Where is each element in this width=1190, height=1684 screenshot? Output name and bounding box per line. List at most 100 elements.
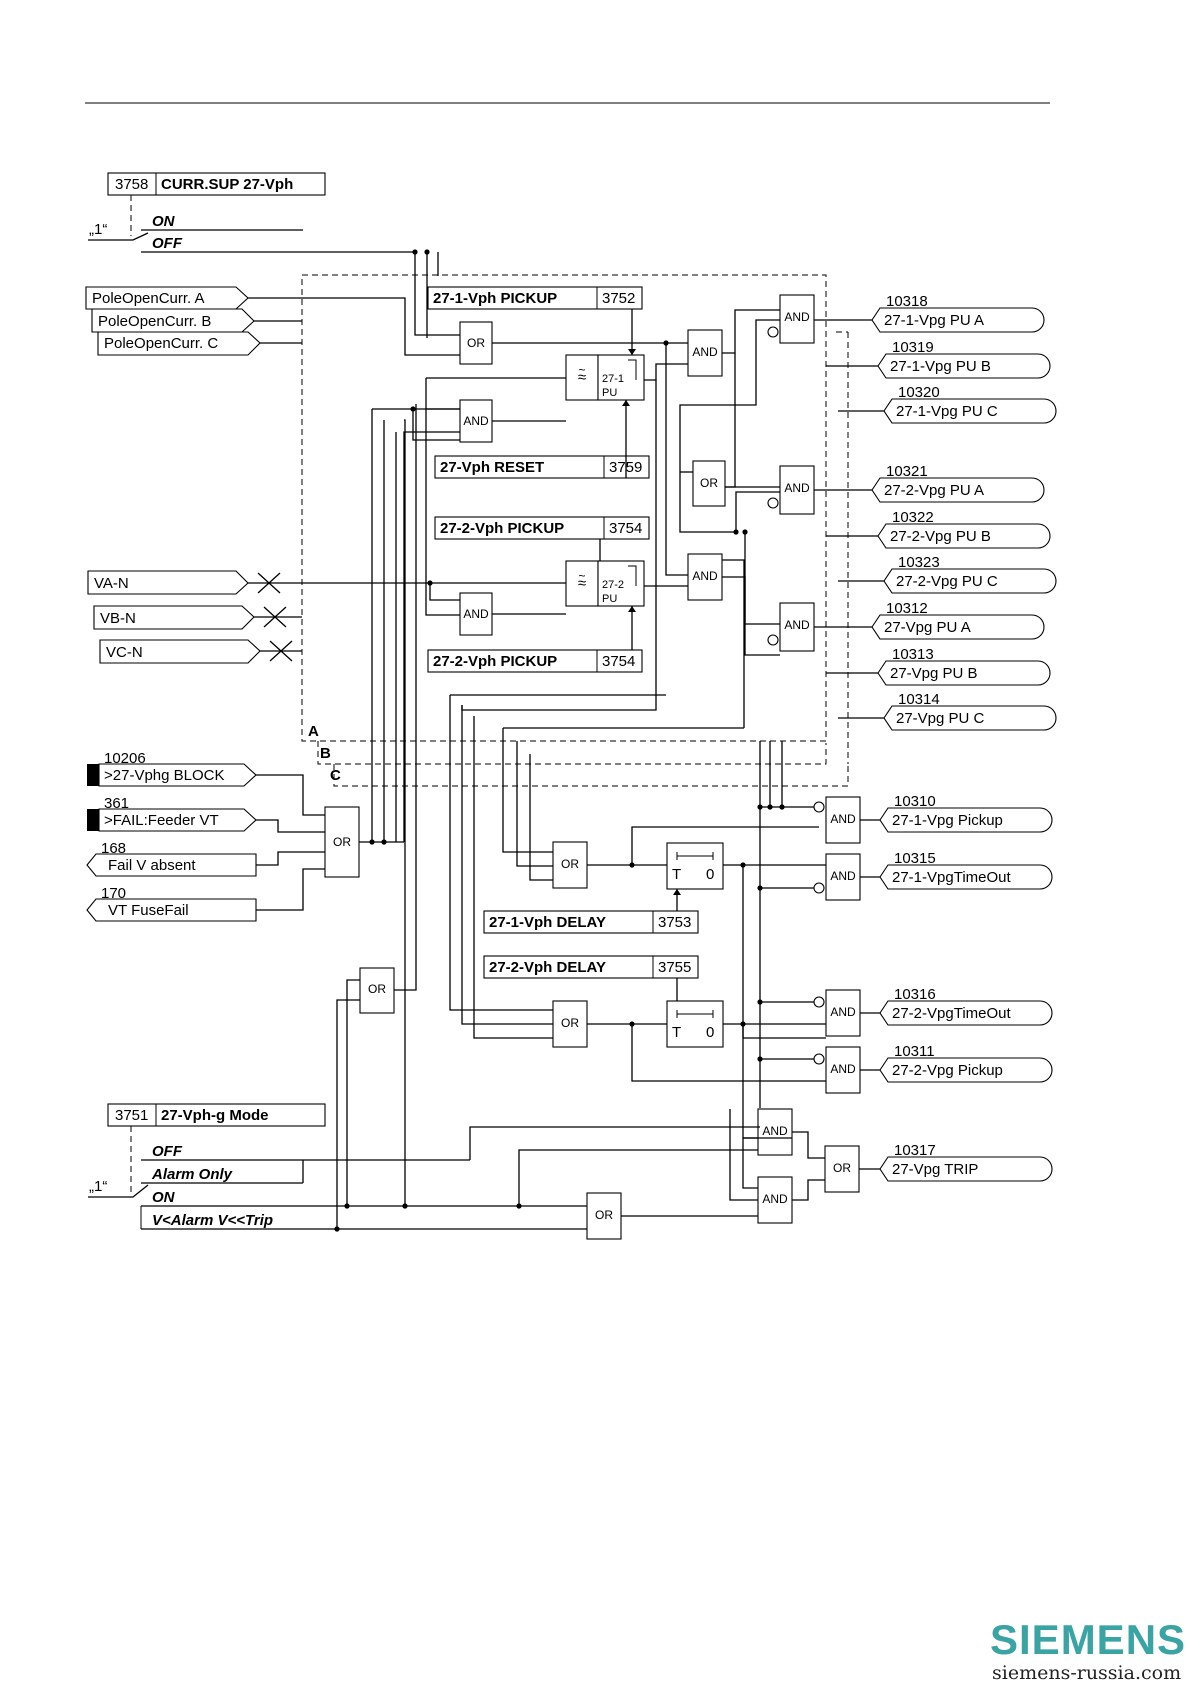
svg-text:3753: 3753	[658, 914, 691, 931]
svg-text:T: T	[672, 1024, 681, 1041]
or-gate-delay-2: OR	[552, 1000, 588, 1048]
output-number: 10317	[894, 1142, 936, 1159]
svg-text:AND: AND	[692, 569, 718, 583]
svg-text:3754: 3754	[609, 520, 642, 537]
svg-text:VA-N: VA-N	[94, 575, 129, 592]
svg-text:VB-N: VB-N	[100, 610, 136, 627]
svg-text:361: 361	[104, 795, 129, 812]
setting-3755: 27-2-Vph DELAY 3755	[483, 955, 699, 979]
and-gate-pickup-27-1: AND	[813, 796, 861, 844]
or-gate-delay-1: OR	[552, 841, 588, 889]
param-3758-box: 3758 CURR.SUP 27-Vph	[107, 172, 326, 196]
svg-text:~: ~	[578, 363, 585, 377]
svg-text:VT FuseFail: VT FuseFail	[108, 902, 189, 919]
mode-switch	[88, 1184, 149, 1198]
svg-text:0: 0	[706, 1024, 714, 1041]
mode-alarm-trip-label: V<Alarm V<<Trip	[152, 1212, 273, 1229]
and-gate-trip-1: AND	[757, 1108, 793, 1156]
svg-text:AND: AND	[830, 1005, 856, 1019]
svg-text:AND: AND	[762, 1124, 788, 1138]
measure-block-27-2: ≈ ~ 27-2 PU	[565, 560, 645, 607]
output-number: 10318	[886, 293, 928, 310]
cross-vb	[263, 606, 287, 628]
svg-text:AND: AND	[784, 618, 810, 632]
input-poleopen-b: PoleOpenCurr. B	[91, 308, 255, 333]
svg-text:PoleOpenCurr. A: PoleOpenCurr. A	[92, 290, 205, 307]
or-gate-mode: OR	[359, 967, 395, 1014]
output-label: 27-2-Vpg Pickup	[892, 1062, 1003, 1079]
svg-text:≈: ≈	[578, 575, 586, 592]
output-number: 10315	[894, 850, 936, 867]
and-gate-block-27-2: AND	[459, 592, 493, 636]
svg-text:3755: 3755	[658, 959, 691, 976]
svg-text:27-1-Vph PICKUP: 27-1-Vph PICKUP	[433, 290, 557, 307]
svg-text:10206: 10206	[104, 750, 146, 767]
cross-vc	[269, 640, 293, 662]
param-3751-number: 3751	[115, 1107, 148, 1124]
svg-text:AND: AND	[762, 1192, 788, 1206]
output-label: 27-1-Vpg PU B	[890, 358, 991, 375]
svg-text:27-2-Vph PICKUP: 27-2-Vph PICKUP	[440, 520, 564, 537]
phase-c-frame	[333, 764, 849, 787]
and-gate-pu-27-1: AND	[687, 329, 723, 377]
svg-text:PoleOpenCurr. C: PoleOpenCurr. C	[104, 335, 218, 352]
output-10310: 10310 27-1-Vpg Pickup	[879, 793, 1053, 833]
input-poleopen-a: PoleOpenCurr. A	[85, 286, 249, 310]
param-3758-number: 3758	[115, 176, 148, 193]
svg-text:~: ~	[578, 569, 585, 583]
or-gate-trip: OR	[824, 1145, 860, 1193]
output-label: 27-Vpg PU A	[884, 619, 971, 636]
svg-text:AND: AND	[830, 869, 856, 883]
output-label: 27-1-Vpg Pickup	[892, 812, 1003, 829]
svg-text:OR: OR	[467, 336, 485, 350]
and-gate-out-27-1-pu-a: AND	[767, 294, 815, 344]
svg-text:OR: OR	[561, 857, 579, 871]
output-number: 10316	[894, 986, 936, 1003]
svg-text:>FAIL:Feeder VT: >FAIL:Feeder VT	[104, 812, 219, 829]
svg-text:AND: AND	[830, 812, 856, 826]
output-number: 10319	[892, 339, 934, 356]
svg-text:168: 168	[101, 840, 126, 857]
svg-text:AND: AND	[692, 345, 718, 359]
svg-text:PU: PU	[602, 387, 617, 399]
mode-alarm-only-label: Alarm Only	[151, 1166, 233, 1183]
setting-3759: 27-Vph RESET 3759	[434, 455, 650, 479]
output-label: 27-2-Vpg PU C	[896, 573, 998, 590]
svg-text:PoleOpenCurr. B: PoleOpenCurr. B	[98, 313, 211, 330]
setting-3753: 27-1-Vph DELAY 3753	[483, 910, 699, 934]
cross-va	[257, 572, 281, 594]
block-input-168: 168 Fail V absent	[86, 840, 257, 877]
phase-b-label: B	[320, 745, 331, 762]
svg-text:OR: OR	[595, 1208, 613, 1222]
svg-text:3754: 3754	[602, 653, 635, 670]
svg-text:OR: OR	[561, 1016, 579, 1030]
timer-27-1: T 0	[666, 842, 724, 890]
svg-text:OR: OR	[833, 1161, 851, 1175]
output-number: 10320	[898, 384, 940, 401]
and-gate-pu-27-2: AND	[687, 553, 723, 601]
output-label: 27-Vpg PU B	[890, 665, 978, 682]
svg-text:AND: AND	[784, 310, 810, 324]
output-label: 27-Vpg PU C	[896, 710, 985, 727]
measure-block-27-1: ≈ ~ 27-1 PU	[565, 354, 645, 401]
timer-27-2: T 0	[666, 1000, 724, 1048]
svg-text:27-2: 27-2	[602, 579, 624, 591]
output-label: 27-1-Vpg PU C	[896, 403, 998, 420]
curr-sup-switch	[88, 232, 149, 241]
and-gate-timeout-27-2: AND	[813, 989, 861, 1037]
output-number: 10321	[886, 463, 928, 480]
input-va-n: VA-N	[87, 570, 249, 595]
svg-text:AND: AND	[830, 1062, 856, 1076]
and-gate-block-27-1: AND	[459, 399, 493, 443]
input-poleopen-c: PoleOpenCurr. C	[97, 331, 261, 356]
output-number: 10310	[894, 793, 936, 810]
